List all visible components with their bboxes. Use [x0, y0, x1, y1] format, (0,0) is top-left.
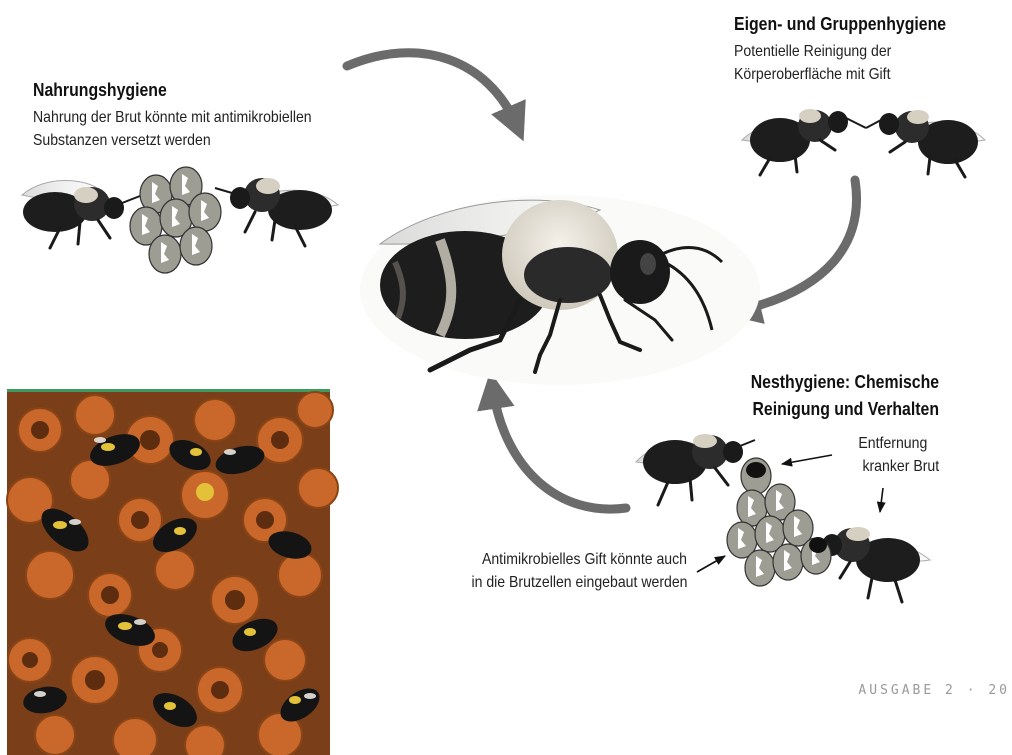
venom-label-line2: in die Brutzellen eingebaut werden [471, 571, 687, 594]
cycle-arrow-bottom [493, 390, 626, 509]
self-group-hygiene-text-line2: Körperoberfläche mit Gift [734, 63, 891, 86]
nest-photo [7, 389, 338, 755]
removal-pointer-arrow [782, 455, 832, 464]
food-hygiene-text-line1: Nahrung der Brut könnte mit antimikrobie… [33, 106, 312, 129]
self-group-hygiene-illustration [742, 109, 985, 177]
food-hygiene-text-line2: Substanzen versetzt werden [33, 129, 211, 152]
removal-label-line2: kranker Brut [862, 455, 939, 478]
central-bumblebee [360, 195, 760, 385]
removal-label-line1: Entfernung [858, 432, 927, 455]
cycle-arrow-top [347, 53, 516, 124]
nest-hygiene-title-line2: Reinigung und Verhalten [752, 399, 939, 420]
self-group-hygiene-text-line1: Potentielle Reinigung der [734, 40, 891, 63]
venom-pointer-arrow [697, 556, 725, 572]
food-hygiene-illustration [22, 167, 338, 273]
footer-issue-label: AUSGABE 2 · 20 [858, 683, 1010, 698]
removal-pointer-arrow-2 [880, 488, 883, 512]
food-hygiene-title: Nahrungshygiene [33, 80, 167, 101]
venom-label-line1: Antimikrobielles Gift könnte auch [482, 548, 687, 571]
nest-hygiene-title-line1: Nesthygiene: Chemische [751, 372, 939, 393]
self-group-hygiene-title: Eigen- und Gruppenhygiene [734, 14, 946, 35]
